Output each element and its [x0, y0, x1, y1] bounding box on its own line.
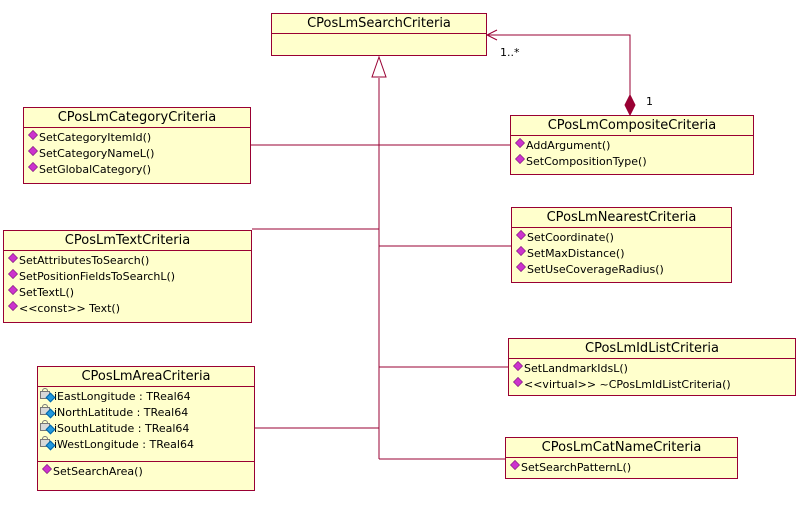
attribute: iWestLongitude : TReal64: [38, 436, 254, 453]
operation: SetUseCoverageRadius(): [512, 262, 731, 278]
private-attribute-icon: [40, 388, 56, 403]
operation: <<virtual>> ~CPosLmIdListCriteria(): [509, 377, 795, 393]
class-name: CPosLmAreaCriteria: [38, 367, 254, 387]
class-name: CPosLmCompositeCriteria: [511, 116, 753, 136]
class-area-criteria[interactable]: CPosLmAreaCriteria iEastLongitude : TRea…: [37, 366, 255, 491]
composition-arrowhead: [485, 29, 498, 41]
class-name: CPosLmNearestCriteria: [512, 208, 731, 228]
operation: AddArgument(): [511, 138, 753, 154]
operation: SetTextL(): [4, 285, 251, 301]
private-attribute-icon: [40, 404, 56, 419]
operation: SetMaxDistance(): [512, 246, 731, 262]
private-attribute-icon: [40, 420, 56, 435]
generalization-triangle: [371, 55, 387, 78]
operation: SetPositionFieldsToSearchL(): [4, 269, 251, 285]
class-name: CPosLmCatNameCriteria: [506, 438, 737, 458]
operations-section: SetLandmarkIdsL() <<virtual>> ~CPosLmIdL…: [509, 359, 795, 396]
class-text-criteria[interactable]: CPosLmTextCriteria SetAttributesToSearch…: [3, 230, 252, 323]
operations-section: AddArgument() SetCompositionType(): [511, 136, 753, 173]
class-category-criteria[interactable]: CPosLmCategoryCriteria SetCategoryItemId…: [23, 107, 251, 184]
operation: SetGlobalCategory(): [24, 162, 250, 178]
operation: SetCompositionType(): [511, 154, 753, 170]
operation: SetLandmarkIdsL(): [509, 361, 795, 377]
operations-section: SetAttributesToSearch() SetPositionField…: [4, 251, 251, 320]
class-composite-criteria[interactable]: CPosLmCompositeCriteria AddArgument() Se…: [510, 115, 754, 175]
operation: <<const>> Text(): [4, 301, 251, 317]
class-name: CPosLmSearchCriteria: [272, 14, 486, 34]
class-name: CPosLmCategoryCriteria: [24, 108, 250, 128]
attribute: iNorthLatitude : TReal64: [38, 404, 254, 421]
operation: SetSearchPatternL(): [506, 460, 737, 476]
operations-section: SetCoordinate() SetMaxDistance() SetUseC…: [512, 228, 731, 281]
attribute: iSouthLatitude : TReal64: [38, 420, 254, 437]
composition-line: [487, 34, 631, 114]
class-search-criteria[interactable]: CPosLmSearchCriteria: [271, 13, 487, 56]
multiplicity-part: 1..*: [500, 46, 520, 59]
private-attribute-icon: [40, 436, 56, 451]
attribute: iEastLongitude : TReal64: [38, 388, 254, 405]
class-catname-criteria[interactable]: CPosLmCatNameCriteria SetSearchPatternL(…: [505, 437, 738, 479]
operation: SetCoordinate(): [512, 230, 731, 246]
class-idlist-criteria[interactable]: CPosLmIdListCriteria SetLandmarkIdsL() <…: [508, 338, 796, 396]
operation: SetSearchArea(): [38, 464, 254, 480]
operation: SetCategoryItemId(): [24, 130, 250, 146]
multiplicity-whole: 1: [646, 95, 653, 108]
operation: SetCategoryNameL(): [24, 146, 250, 162]
composition-diamond: [624, 93, 636, 117]
operations-section: SetCategoryItemId() SetCategoryNameL() S…: [24, 128, 250, 181]
attributes-section: iEastLongitude : TReal64 iNorthLatitude …: [38, 387, 254, 462]
class-nearest-criteria[interactable]: CPosLmNearestCriteria SetCoordinate() Se…: [511, 207, 732, 283]
operations-section: SetSearchPatternL(): [506, 458, 737, 479]
operations-section: SetSearchArea(): [38, 462, 254, 483]
operation: SetAttributesToSearch(): [4, 253, 251, 269]
class-name: CPosLmTextCriteria: [4, 231, 251, 251]
class-name: CPosLmIdListCriteria: [509, 339, 795, 359]
